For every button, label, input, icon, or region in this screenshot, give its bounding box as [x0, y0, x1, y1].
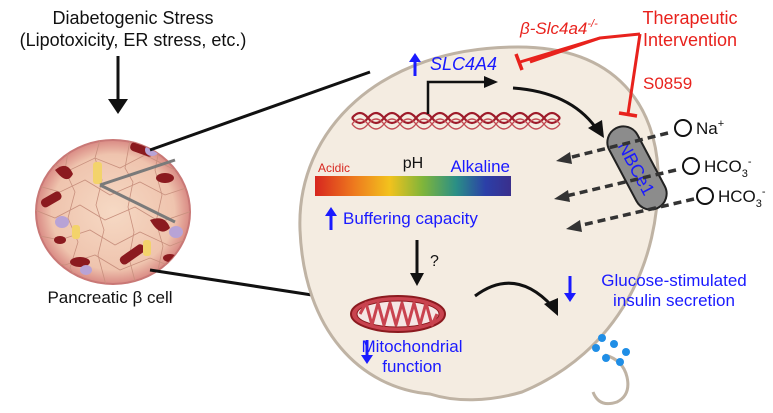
inhibition-lines: [519, 32, 642, 115]
gene-label: SLC4A4: [430, 54, 497, 74]
buffering-up-arrow: [325, 207, 337, 230]
ion-bicarbonate-2: HCO3-: [696, 186, 766, 210]
mito-down-arrow: [361, 340, 373, 364]
ph-gradient-bar: [315, 176, 511, 196]
therapy-label-line1: Therapeutic: [642, 8, 737, 28]
transcription-start-arrow: [426, 76, 498, 114]
knockout-sup: -/-: [587, 18, 598, 30]
ion-hco3-2-sup: -: [762, 186, 766, 198]
islet-label: Pancreatic β cell: [47, 288, 172, 307]
therapy-label-line2: Intervention: [643, 30, 737, 50]
ph-alkaline-label: Alkaline: [450, 157, 510, 176]
svg-text:Na+: Na+: [696, 118, 724, 138]
zoom-lines: [99, 70, 371, 297]
ph-acidic-label: Acidic: [318, 161, 350, 175]
unknown-link-arrow: [410, 240, 424, 286]
stress-subtitle: (Lipotoxicity, ER stress, etc.): [20, 30, 247, 50]
svg-text:HCO3-: HCO3-: [718, 186, 766, 210]
drug-label: S0859: [643, 74, 692, 93]
gsis-down-arrow: [564, 276, 576, 302]
expression-arrowhead: [588, 120, 604, 138]
ion-hco3-1-sup: -: [748, 156, 752, 168]
gene-up-arrow: [409, 53, 421, 76]
expression-arrow: [512, 86, 598, 129]
stress-title: Diabetogenic Stress: [52, 8, 213, 28]
ph-label: pH: [403, 155, 423, 172]
ion-hco3-1-sub: 3: [742, 168, 748, 180]
knockout-label: β-Slc4a4-/-: [519, 18, 598, 38]
insulin-granule-icon: [592, 334, 630, 366]
gsis-label-line2: insulin secretion: [613, 291, 735, 310]
secretion-arrow: [474, 281, 554, 308]
inhibition-bars: [514, 53, 638, 118]
ion-na-sup: +: [718, 118, 724, 130]
ion-flux-arrowheads: [554, 152, 582, 232]
unknown-link-label: ?: [430, 253, 439, 270]
buffering-label: Buffering capacity: [343, 209, 478, 228]
ion-flux-arrows: [565, 131, 695, 228]
knockout-base: β-Slc4a4: [519, 19, 587, 38]
mito-label-line1: Mitochondrial: [361, 337, 462, 356]
secretion-arrowhead: [544, 298, 558, 316]
stress-arrow: [108, 56, 128, 114]
dna-helix-icon: [351, 111, 561, 130]
svg-text:HCO3-: HCO3-: [704, 156, 752, 180]
mitochondrion-icon: [350, 295, 446, 333]
ion-na-base: Na: [696, 119, 718, 138]
ion-na: Na+: [674, 118, 724, 138]
ion-hco3-1-base: HCO: [704, 157, 742, 176]
ion-hco3-2-base: HCO: [718, 187, 756, 206]
islet-icon: [35, 139, 191, 285]
ion-hco3-2-sub: 3: [756, 198, 762, 210]
mito-label-line2: function: [382, 357, 442, 376]
gsis-label-line1: Glucose-stimulated: [601, 271, 747, 290]
ion-bicarbonate-1: HCO3-: [682, 156, 752, 180]
